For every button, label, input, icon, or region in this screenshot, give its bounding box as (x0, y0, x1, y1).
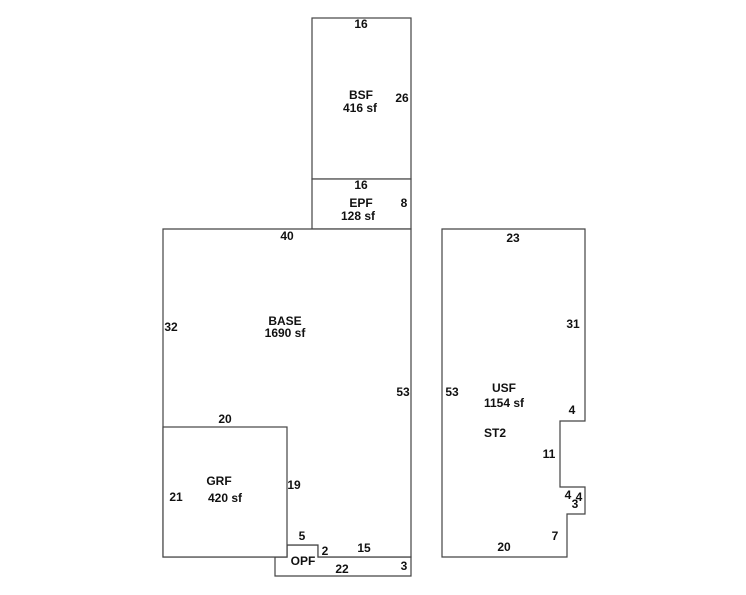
usf-outline (441, 228, 586, 558)
dim-label: 53 (396, 385, 410, 399)
area-size: 1690 sf (264, 326, 306, 340)
dim-label: 20 (497, 540, 511, 554)
dim-label: 7 (551, 529, 559, 543)
dim-label: 2 (321, 544, 329, 558)
area-size: 1154 sf (483, 396, 525, 410)
dim-label: 16 (354, 17, 368, 31)
dim-label: 11 (542, 447, 556, 461)
dim-label: 40 (280, 229, 294, 243)
area-code: USF (492, 381, 516, 395)
area-code: GRF (206, 474, 232, 488)
dim-label: 4 (575, 490, 583, 504)
dim-label: 21 (169, 490, 183, 504)
dim-label: 3 (400, 559, 408, 573)
dim-label: 22 (335, 562, 349, 576)
dim-label: 15 (357, 541, 371, 555)
dim-label: 32 (164, 320, 178, 334)
dim-label: 3 (571, 497, 579, 511)
dim-label: 5 (298, 529, 306, 543)
dim-label: 4 (568, 403, 576, 417)
dim-label: 53 (445, 385, 459, 399)
dim-label: 19 (287, 478, 301, 492)
area-code: ST2 (483, 426, 507, 440)
bsf-outline (311, 17, 412, 180)
grf-outline (162, 426, 288, 558)
area-size: 416 sf (342, 101, 378, 115)
dim-label: 16 (354, 178, 368, 192)
dim-label: 26 (395, 91, 409, 105)
area-size: 128 sf (340, 209, 376, 223)
dim-label: 8 (400, 196, 408, 210)
area-code: BSF (349, 88, 373, 102)
epf-outline (311, 178, 412, 230)
dim-label: 4 (564, 488, 572, 502)
area-size: 420 sf (207, 491, 243, 505)
area-code: EPF (349, 196, 373, 210)
dim-label: 31 (566, 317, 580, 331)
area-code: OPF (290, 554, 316, 568)
dim-label: 23 (506, 231, 520, 245)
dim-label: 20 (218, 412, 232, 426)
area-code: BASE (268, 314, 302, 328)
